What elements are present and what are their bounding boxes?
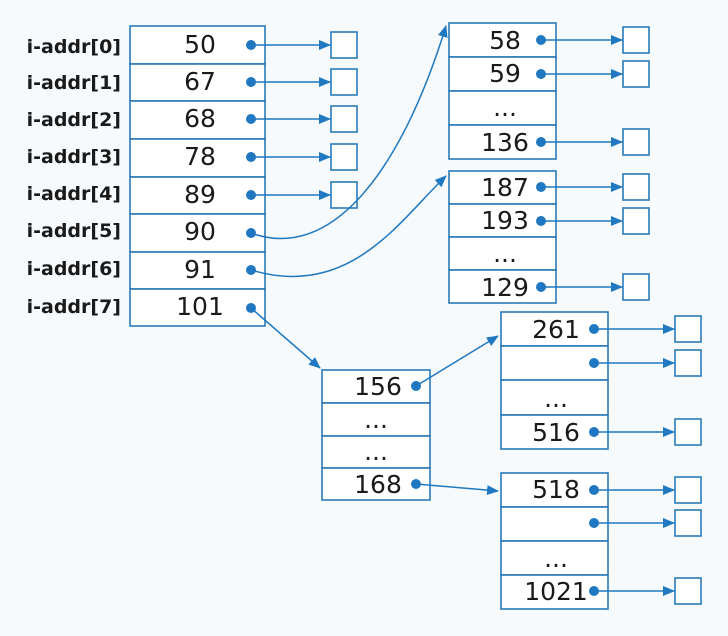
inode-label-4: i-addr[4] — [27, 183, 121, 205]
inode-label-1: i-addr[1] — [27, 72, 121, 94]
inode-row-3: i-addr[3] 78 — [27, 138, 266, 178]
data-block — [330, 181, 358, 209]
data-block — [622, 173, 650, 201]
data-block — [330, 68, 358, 96]
data-block — [330, 143, 358, 171]
double-indirect-block: 156 ... ... 168 — [321, 369, 431, 501]
second2-value-0: 518 — [532, 475, 580, 504]
second-level-pointer-arrow-1 — [415, 335, 499, 387]
data-block — [622, 60, 650, 88]
second-level-block-2: 518 ... 1021 — [500, 472, 609, 610]
data-block — [674, 349, 702, 377]
inode-value-1: 67 — [184, 67, 216, 96]
indirect-pointer-arrow-5 — [250, 25, 448, 240]
inode-cell-0 — [129, 25, 266, 65]
second-level-block-1: 261 ... 516 — [500, 311, 609, 450]
indirect1-value-1: 59 — [489, 59, 521, 88]
indirect2-value-3: 129 — [481, 273, 529, 302]
second2-value-3: 1021 — [524, 577, 588, 606]
indirect1-data-blocks — [541, 26, 650, 156]
data-block — [674, 418, 702, 446]
second2-cell-3 — [500, 574, 609, 610]
data-block — [330, 105, 358, 133]
second1-value-2: ... — [544, 384, 568, 413]
double-value-2: ... — [364, 437, 388, 466]
inode-value-7: 101 — [176, 292, 224, 321]
single-indirect-block-1: 58 59 ... 136 — [448, 22, 557, 160]
data-block — [622, 273, 650, 301]
double-value-1: ... — [364, 405, 388, 434]
second2-cell-2 — [500, 540, 609, 576]
inode-cell-5 — [129, 213, 266, 253]
inode-row-6: i-addr[6] 91 — [27, 251, 266, 290]
indirect2-value-1: 193 — [481, 206, 529, 235]
second1-cell-2 — [500, 379, 609, 416]
indirect2-value-2: ... — [493, 239, 517, 268]
second2-value-2: ... — [544, 544, 568, 573]
inode-row-1: i-addr[1] 67 — [27, 63, 266, 102]
inode-cell-2 — [129, 100, 266, 140]
inode-address-table: i-addr[0] 50 i-addr[1] 67 i-addr[2] 68 i… — [27, 25, 266, 327]
inode-label-5: i-addr[5] — [27, 220, 121, 242]
inode-label-2: i-addr[2] — [27, 109, 121, 131]
double-cell-1 — [321, 402, 431, 437]
inode-row-7: i-addr[7] 101 — [27, 288, 266, 327]
indirect2-data-blocks — [541, 173, 650, 301]
inode-cell-6 — [129, 251, 266, 290]
double-indirect-pointer-arrow — [250, 307, 321, 369]
inode-value-3: 78 — [184, 142, 216, 171]
indirect1-value-2: ... — [493, 93, 517, 122]
inode-cell-4 — [129, 176, 266, 215]
second1-data-blocks — [594, 315, 702, 446]
data-block — [330, 31, 358, 59]
data-block — [674, 509, 702, 537]
direct-data-blocks — [251, 31, 358, 209]
inode-row-0: i-addr[0] 50 — [27, 25, 266, 65]
indirect1-value-3: 136 — [481, 128, 529, 157]
indirect2-value-0: 187 — [481, 173, 529, 202]
inode-value-0: 50 — [184, 30, 216, 59]
data-block — [622, 128, 650, 156]
inode-cell-7 — [129, 288, 266, 327]
data-block — [674, 476, 702, 504]
indirect-pointer-arrow-6 — [250, 175, 447, 278]
second-level-pointer-arrow-2 — [415, 483, 499, 496]
indirect1-value-0: 58 — [489, 26, 521, 55]
double-value-0: 156 — [354, 372, 402, 401]
single-indirect-block-2: 187 193 ... 129 — [448, 170, 557, 304]
indirect1-cell-2 — [448, 90, 557, 126]
data-block — [674, 577, 702, 605]
inode-value-2: 68 — [184, 104, 216, 133]
indirect2-cell-2 — [448, 236, 557, 271]
inode-label-3: i-addr[3] — [27, 146, 121, 168]
inode-row-2: i-addr[2] 68 — [27, 100, 266, 140]
inode-row-4: i-addr[4] 89 — [27, 176, 266, 215]
double-value-3: 168 — [354, 470, 402, 499]
data-block — [622, 207, 650, 235]
second1-value-0: 261 — [532, 315, 580, 344]
inode-row-5: i-addr[5] 90 — [27, 213, 266, 253]
inode-cell-3 — [129, 138, 266, 178]
inode-value-4: 89 — [184, 180, 216, 209]
double-cell-2 — [321, 435, 431, 469]
inode-value-5: 90 — [184, 217, 216, 246]
data-block — [622, 26, 650, 54]
inode-label-7: i-addr[7] — [27, 296, 121, 318]
inode-label-0: i-addr[0] — [27, 36, 121, 58]
second2-data-blocks — [594, 476, 702, 605]
data-block — [674, 315, 702, 343]
inode-label-6: i-addr[6] — [27, 258, 121, 280]
inode-value-6: 91 — [184, 255, 216, 284]
second1-value-3: 516 — [532, 418, 580, 447]
